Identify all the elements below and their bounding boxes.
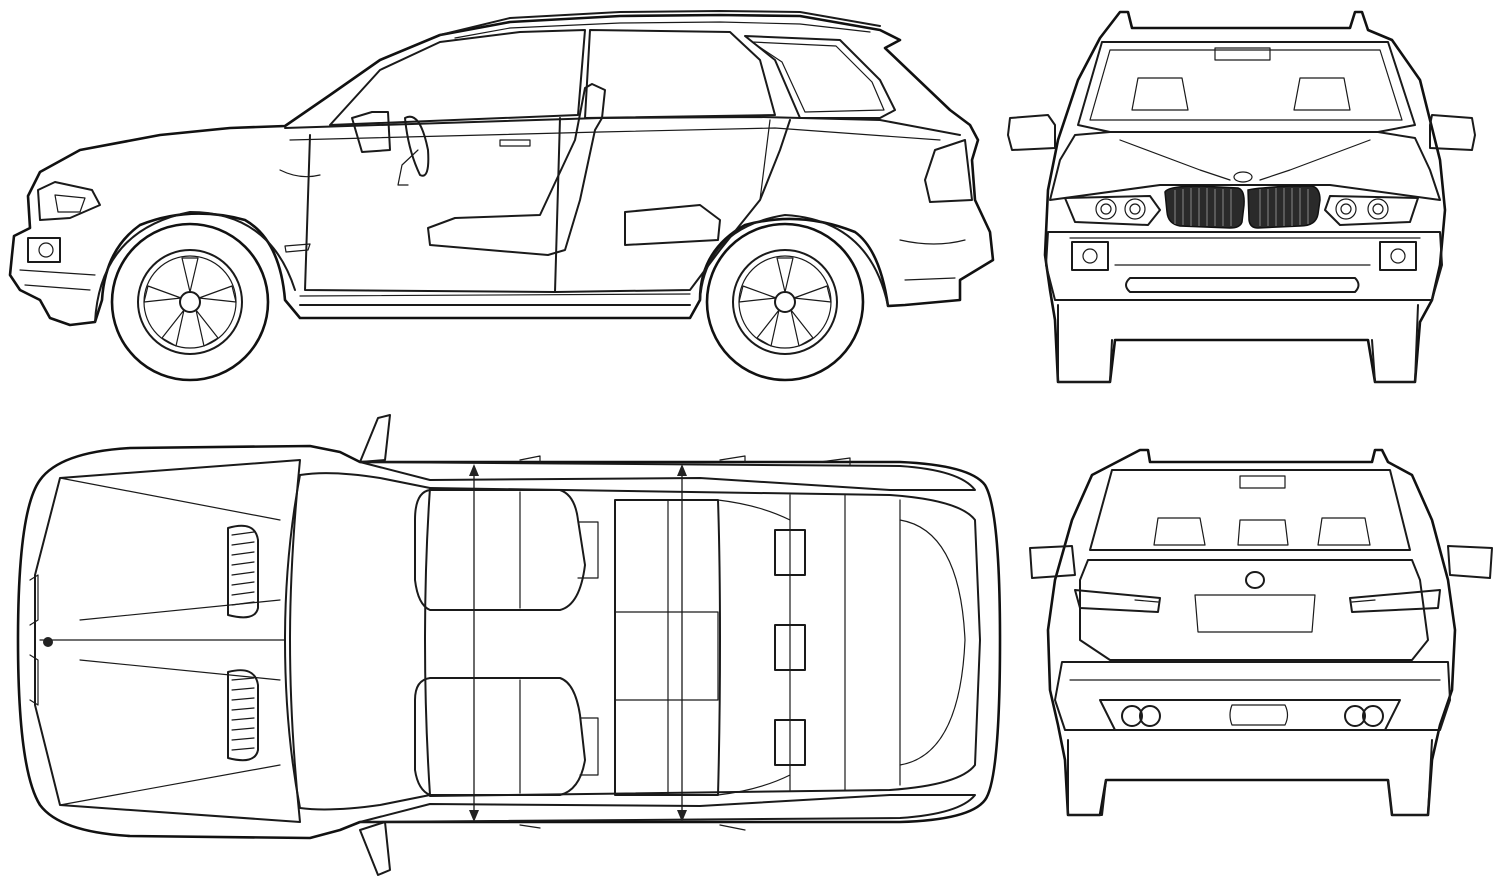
side-beltline xyxy=(284,116,961,136)
rear-mirror-left xyxy=(1029,545,1076,579)
side-rear-arch xyxy=(699,214,889,307)
top-front-seat-right xyxy=(414,677,586,796)
rear-tail-lamp-left xyxy=(1074,589,1161,613)
side-rear-rim-spokes xyxy=(738,257,832,347)
front-body-outline xyxy=(1043,10,1447,384)
side-roof-rail xyxy=(439,10,881,36)
top-rear-headrests xyxy=(774,529,806,766)
side-front-seat xyxy=(427,83,606,256)
side-steering-wheel xyxy=(404,115,430,177)
rear-mirror-right xyxy=(1447,545,1493,579)
front-hood xyxy=(1049,131,1441,201)
front-grille-left xyxy=(1164,185,1245,229)
top-hood xyxy=(34,459,301,823)
top-window-strip-right xyxy=(359,794,976,823)
rear-plate-recess xyxy=(1229,704,1289,726)
front-headlamp-left xyxy=(1064,195,1161,226)
side-tail-lamp xyxy=(924,139,973,203)
side-headlamp xyxy=(37,181,101,221)
side-rear-seat xyxy=(624,204,721,246)
front-tire-left xyxy=(1057,304,1113,383)
front-bumper xyxy=(1045,231,1443,301)
front-headlamp-right xyxy=(1324,195,1419,226)
top-hood-vent-left xyxy=(227,524,259,619)
rear-headrests xyxy=(1153,517,1371,546)
side-rear-door xyxy=(554,119,791,293)
front-mirror-left xyxy=(1007,114,1056,151)
rear-diffuser xyxy=(1099,699,1401,731)
side-quarter-window xyxy=(744,35,896,119)
top-rear-seat xyxy=(614,499,721,796)
side-view xyxy=(8,10,995,382)
top-body-outline xyxy=(16,444,1002,840)
front-view xyxy=(1007,10,1476,384)
side-body-outline xyxy=(8,13,995,327)
top-view xyxy=(16,414,1002,876)
top-badge xyxy=(43,637,53,647)
rear-tire-left xyxy=(1067,739,1107,816)
top-front-grille xyxy=(29,574,39,706)
side-front-window xyxy=(329,29,586,126)
rear-exhaust-right xyxy=(1344,705,1384,727)
side-rear-tire xyxy=(705,222,865,382)
side-front-arch xyxy=(94,211,296,323)
top-windshield xyxy=(284,472,431,811)
side-marker-light xyxy=(284,243,311,253)
front-foglamp-left xyxy=(1071,241,1109,271)
top-front-seat-left xyxy=(414,489,586,611)
rear-window xyxy=(1089,469,1411,551)
front-foglamp-right xyxy=(1379,241,1417,271)
front-seat-right xyxy=(1293,77,1351,111)
rear-badge xyxy=(1245,571,1265,589)
side-front-door xyxy=(304,117,561,293)
side-foglamp xyxy=(27,237,61,263)
top-window-strip-left xyxy=(359,461,976,491)
rear-tail-lamp-right xyxy=(1349,589,1441,613)
front-tire-right xyxy=(1371,304,1419,383)
top-mirror-right xyxy=(359,821,391,876)
rear-bumper xyxy=(1054,661,1451,731)
front-mirror-right xyxy=(1429,114,1476,151)
top-mirror-left xyxy=(359,414,391,463)
rear-tailgate xyxy=(1079,559,1429,661)
front-windshield xyxy=(1077,41,1416,133)
side-front-rim-spokes xyxy=(143,257,237,347)
rear-exhaust-left xyxy=(1121,705,1161,727)
rear-view xyxy=(1029,448,1493,817)
side-rear-window xyxy=(584,29,776,119)
top-dimension-arrows xyxy=(469,464,687,822)
top-roof xyxy=(429,487,981,797)
front-badge xyxy=(1233,171,1253,183)
top-hood-vent-right xyxy=(227,669,259,762)
side-mirror xyxy=(351,111,391,153)
rear-tire-right xyxy=(1387,739,1433,816)
side-door-handle-front xyxy=(499,139,531,147)
front-air-intake xyxy=(1125,277,1360,293)
side-front-tire xyxy=(110,222,270,382)
front-seat-left xyxy=(1131,77,1189,111)
